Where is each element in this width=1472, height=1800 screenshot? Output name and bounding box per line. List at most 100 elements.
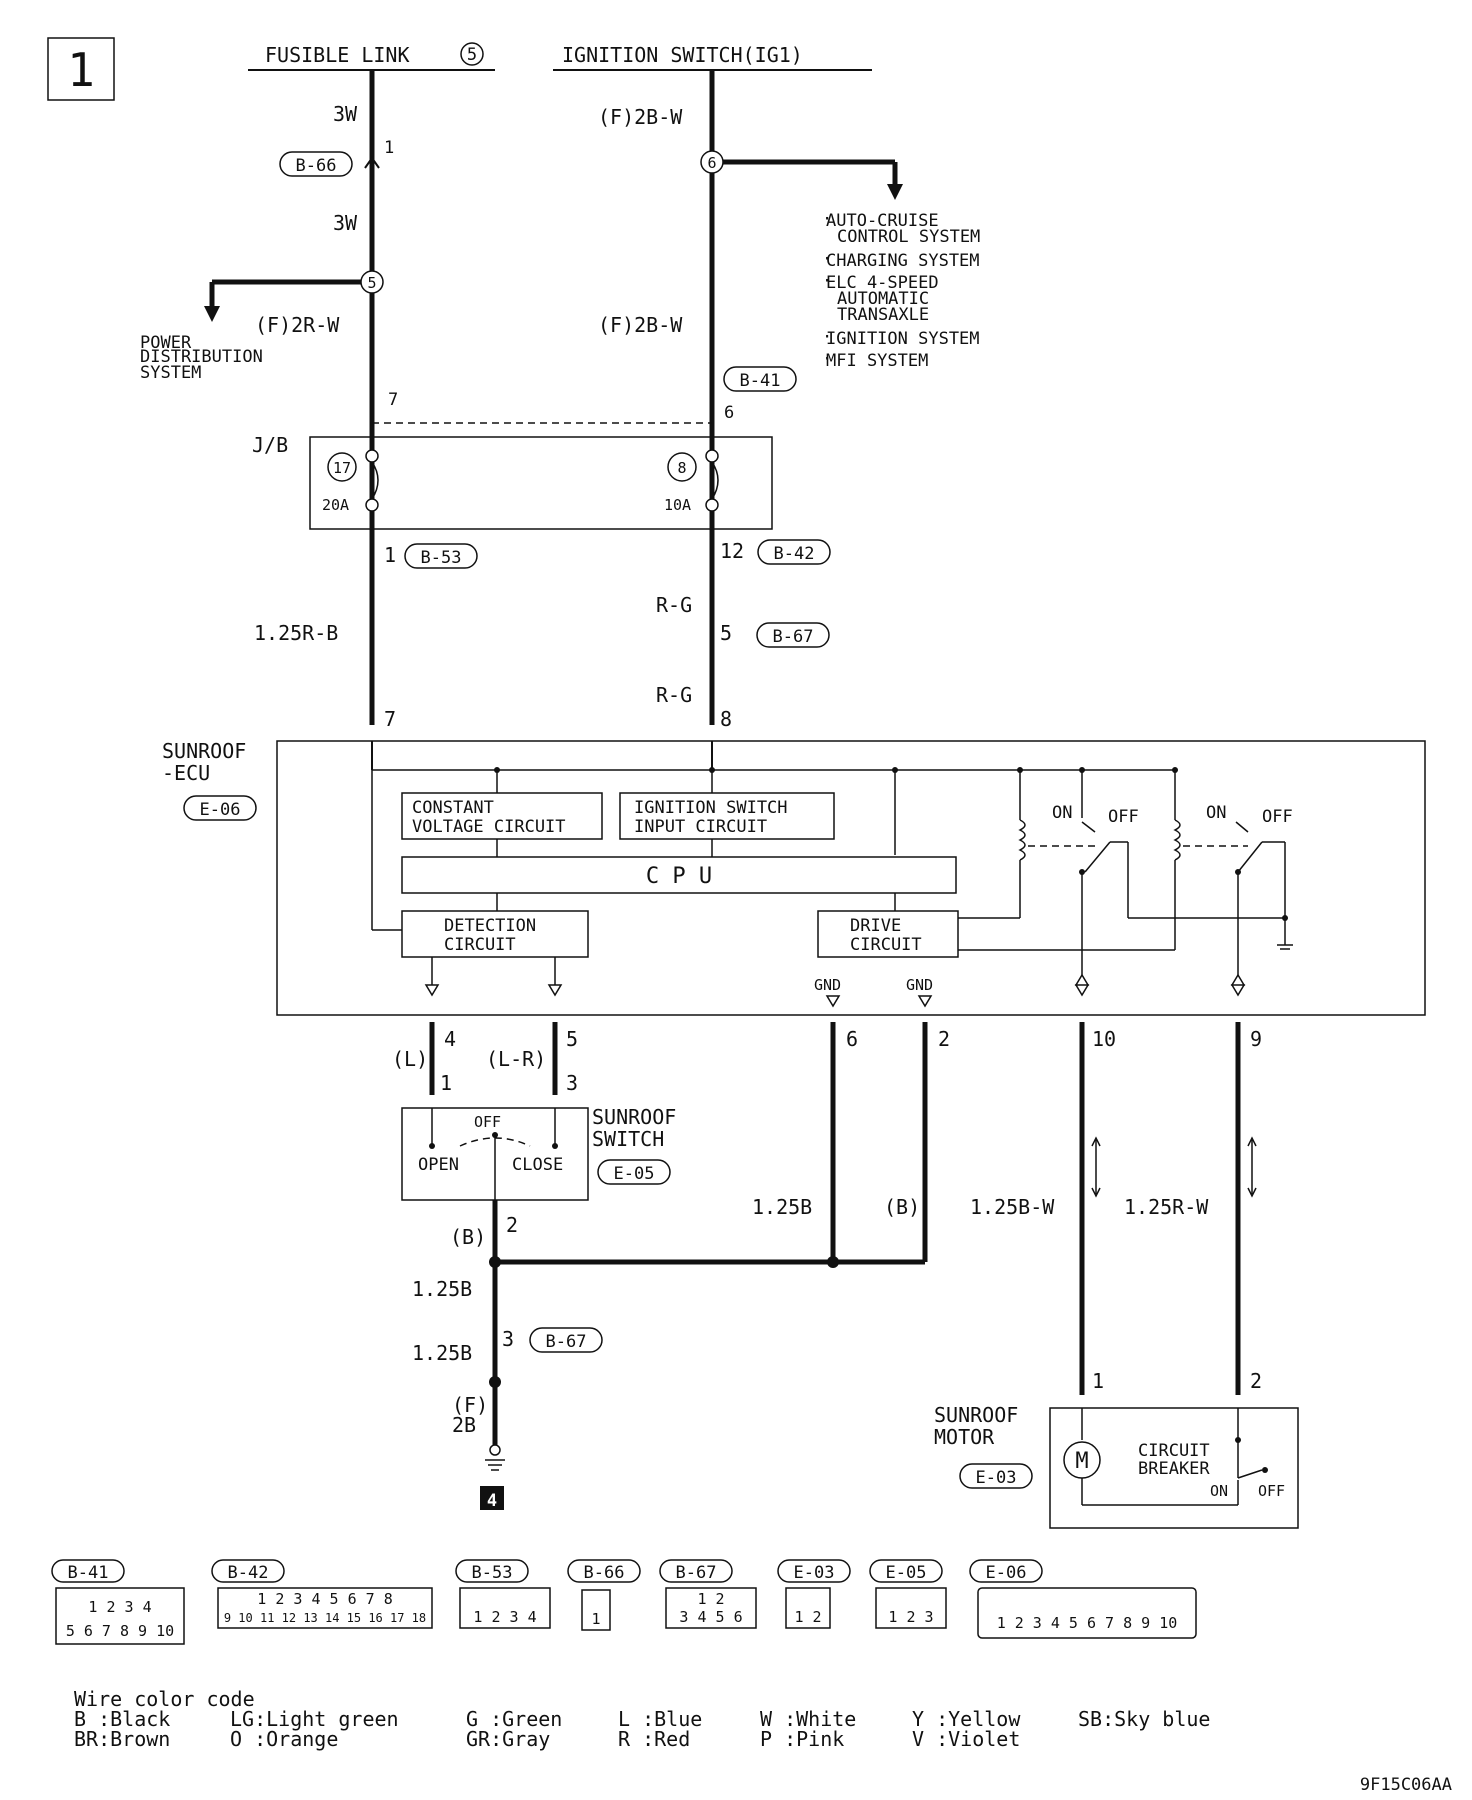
svg-text:ON: ON [1206,803,1226,823]
svg-text:VOLTAGE CIRCUIT: VOLTAGE CIRCUIT [412,817,566,837]
svg-text:·: · [822,327,832,347]
svg-text:OFF: OFF [474,1113,501,1131]
connector-view-b41: B-41 1 2 3 4 5 6 7 8 9 10 [51,1559,185,1645]
svg-text:E-03: E-03 [794,1563,835,1583]
connector-b67-tag [756,622,830,648]
svg-text:ELC 4-SPEED: ELC 4-SPEED [826,273,939,293]
wire-f2bw-lower: (F)2B-W [598,313,683,337]
drive-circuit [817,910,959,958]
svg-text:1 2 3 4: 1 2 3 4 [88,1598,151,1616]
svg-text:B-42: B-42 [228,1563,269,1583]
svg-text:IGNITION SYSTEM: IGNITION SYSTEM [826,329,980,349]
svg-text:(L-R): (L-R) [486,1047,546,1071]
svg-text:BREAKER: BREAKER [1138,1459,1210,1479]
svg-text:10: 10 [1092,1027,1116,1051]
svg-text:1 2 3 4 5 6 7 8 9 10: 1 2 3 4 5 6 7 8 9 10 [997,1614,1178,1632]
svg-text:CIRCUIT: CIRCUIT [444,935,516,955]
svg-text:8: 8 [677,459,686,477]
svg-text:17: 17 [333,459,351,477]
svg-text:3: 3 [566,1071,578,1095]
svg-text:1.25B: 1.25B [412,1341,472,1365]
svg-text:5 6 7 8 9 10: 5 6 7 8 9 10 [66,1622,174,1640]
ignition-switch-input-circuit [619,792,835,840]
svg-text:2B: 2B [452,1413,476,1437]
connector-e03-tag [959,1463,1033,1489]
fuse-17-bottom [365,498,379,512]
svg-text:V :Violet: V :Violet [912,1727,1020,1751]
connector-b41-tag [723,366,797,392]
svg-text:AUTOMATIC: AUTOMATIC [837,289,929,309]
svg-text:3: 3 [502,1327,514,1351]
connector-e06-tag [183,795,257,821]
junction-block [309,436,773,530]
svg-text:W :White: W :White [760,1707,856,1731]
svg-text:OFF: OFF [1258,1482,1285,1500]
connector-view-b42: B-42 1 2 3 4 5 6 7 8 9 10 11 12 13 14 15… [211,1559,433,1629]
relay-contact-right [1237,841,1263,873]
connector-b42-tag [757,539,831,565]
svg-text:C P U: C P U [646,864,712,889]
svg-text:ON: ON [1210,1482,1228,1500]
svg-text:(L): (L) [392,1047,428,1071]
svg-text:1 2: 1 2 [794,1608,821,1626]
connector-b67-tag [529,1327,603,1353]
svg-text:(B): (B) [450,1225,486,1249]
wire-3w-upper: 3W [333,102,358,126]
svg-text:IGNITION SWITCH: IGNITION SWITCH [634,798,788,818]
svg-text:12: 12 [720,539,744,563]
svg-text:B-41: B-41 [68,1563,109,1583]
connector-view-e06: E-06 1 2 3 4 5 6 7 8 9 10 [969,1559,1197,1639]
connector-mark [364,156,380,169]
svg-text:SWITCH: SWITCH [592,1127,664,1151]
svg-text:BR:Brown: BR:Brown [74,1727,170,1751]
svg-text:1.25B: 1.25B [752,1195,812,1219]
fuse-17-element [371,461,379,500]
svg-text:M: M [1075,1449,1088,1474]
svg-text:R-G: R-G [656,593,692,617]
svg-text:L :Blue: L :Blue [618,1707,702,1731]
svg-text:5: 5 [566,1027,578,1051]
svg-text:E-03: E-03 [976,1468,1017,1488]
wire-125rb: 1.25R-B [254,621,338,645]
ignition-switch-label: IGNITION SWITCH(IG1) [562,43,803,67]
connector-view-b53: B-53 1 2 3 4 [455,1559,551,1629]
wire-f2rw: (F)2R-W [255,313,340,337]
svg-text:20A: 20A [322,496,349,514]
svg-text:B-67: B-67 [676,1563,717,1583]
svg-text:B-66: B-66 [584,1563,625,1583]
detection-circuit [401,910,589,958]
page-label-box [47,37,115,101]
svg-text:SUNROOF: SUNROOF [592,1105,676,1129]
svg-text:CIRCUIT: CIRCUIT [1138,1441,1210,1461]
svg-text:CIRCUIT: CIRCUIT [850,935,922,955]
svg-text:1 2: 1 2 [697,1590,724,1608]
svg-text:SB:Sky blue: SB:Sky blue [1078,1707,1210,1731]
svg-text:SYSTEM: SYSTEM [140,363,201,383]
svg-text:2: 2 [506,1213,518,1237]
svg-text:CHARGING SYSTEM: CHARGING SYSTEM [826,251,980,271]
svg-text:E-05: E-05 [614,1164,655,1184]
fuse-8-circle [667,452,697,482]
svg-text:GND: GND [906,976,933,994]
svg-text:1 2 3 4: 1 2 3 4 [473,1608,536,1626]
svg-text:1: 1 [384,543,396,567]
sunroof-motor-box [1049,1407,1299,1529]
svg-text:8: 8 [720,707,732,731]
fuse-8-element [711,461,719,500]
svg-text:9: 9 [1250,1027,1262,1051]
svg-text:LG:Light green: LG:Light green [230,1707,399,1731]
svg-text:O :Orange: O :Orange [230,1727,338,1751]
fusible-link-number: 5 [467,45,477,65]
svg-text:DRIVE: DRIVE [850,916,901,936]
svg-text:Wire color code: Wire color code [74,1687,255,1711]
svg-text:CONTROL SYSTEM: CONTROL SYSTEM [837,227,980,247]
svg-text:B-53: B-53 [421,548,462,568]
svg-text:OFF: OFF [1262,807,1293,827]
pin-1-b66: 1 [384,138,394,158]
svg-text:OFF: OFF [1108,807,1139,827]
svg-text:-ECU: -ECU [162,761,210,785]
svg-text:1: 1 [1092,1369,1104,1393]
svg-text:4: 4 [444,1027,456,1051]
svg-text:INPUT CIRCUIT: INPUT CIRCUIT [634,817,767,837]
figure-code: 9F15C06AA [1360,1775,1452,1795]
